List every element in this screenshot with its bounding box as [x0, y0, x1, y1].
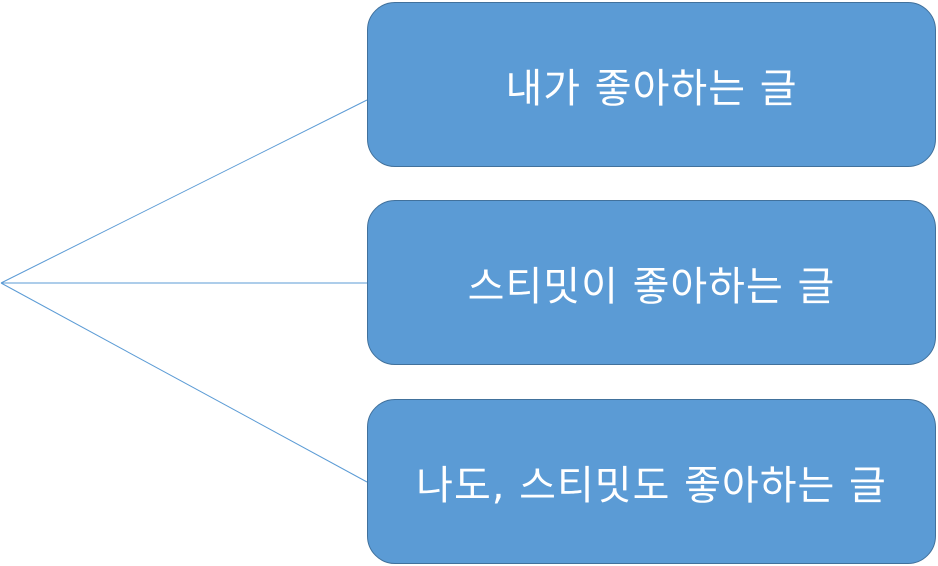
connector-line-3 — [0, 282, 368, 483]
node-label-2: 스티밋이 좋아하는 글 — [467, 263, 836, 310]
node-label-1: 내가 좋아하는 글 — [505, 65, 798, 112]
node-box-1: 내가 좋아하는 글 — [367, 2, 936, 167]
node-label-3: 나도, 스티밋도 좋아하는 글 — [416, 462, 887, 509]
connector-line-1 — [0, 99, 368, 284]
node-box-2: 스티밋이 좋아하는 글 — [367, 200, 936, 365]
node-box-3: 나도, 스티밋도 좋아하는 글 — [367, 399, 936, 564]
